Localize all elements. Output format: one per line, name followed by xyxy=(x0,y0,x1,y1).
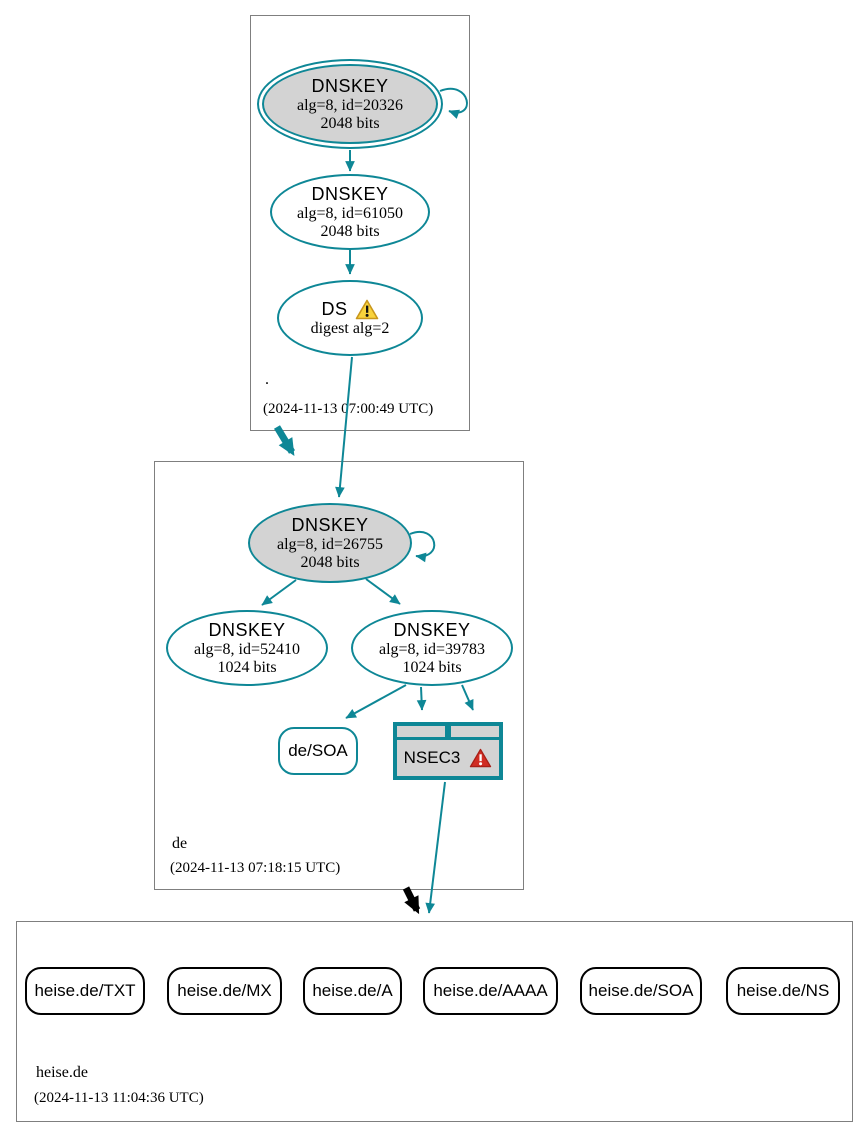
cluster-de-zone: de (2024-11-13 07:18:15 UTC) xyxy=(154,461,524,890)
root-ksk-bits: 2048 bits xyxy=(320,114,380,132)
edge-de-ksk-selfloop xyxy=(409,531,436,563)
warning-triangle-icon xyxy=(355,299,379,320)
edge-root-to-de-delegation xyxy=(273,425,296,457)
root-zsk-bits: 2048 bits xyxy=(320,222,380,240)
root-ksk-title: DNSKEY xyxy=(311,75,389,96)
node-de-soa[interactable]: de/SOA xyxy=(278,727,358,775)
heise-de-a-label: heise.de/A xyxy=(312,981,393,1000)
ds-title: DS xyxy=(321,298,348,319)
node-heise-de-a[interactable]: heise.de/A xyxy=(303,967,402,1015)
edge-root-ksk-selfloop xyxy=(439,87,468,119)
de-zone-timestamp: (2024-11-13 07:18:15 UTC) xyxy=(170,860,341,876)
nsec3-header-cell-right xyxy=(451,726,499,737)
edge-de-ksk-to-zsk-right xyxy=(365,578,401,605)
cluster-heise-zone: heise.de (2024-11-13 11:04:36 UTC) xyxy=(16,921,853,1122)
node-nsec3[interactable]: NSEC3 xyxy=(393,722,503,780)
heise-zone-timestamp: (2024-11-13 11:04:36 UTC) xyxy=(34,1090,204,1106)
edge-nsec3-to-heise xyxy=(425,781,446,914)
node-heise-de-aaaa[interactable]: heise.de/AAAA xyxy=(423,967,558,1015)
de-zsk-left-detail: alg=8, id=52410 xyxy=(193,640,301,658)
node-heise-de-soa[interactable]: heise.de/SOA xyxy=(580,967,702,1015)
heise-de-soa-label: heise.de/SOA xyxy=(588,981,694,1000)
de-zsk-right-bits: 1024 bits xyxy=(402,658,462,676)
edge-zsk-to-nsec3-left xyxy=(416,686,427,711)
node-heise-de-ns[interactable]: heise.de/NS xyxy=(726,967,840,1015)
heise-de-mx-label: heise.de/MX xyxy=(177,981,272,1000)
edge-ds-to-de-ksk xyxy=(335,356,353,498)
edge-de-to-heise-delegation xyxy=(402,886,421,915)
ds-detail: digest alg=2 xyxy=(310,319,390,337)
de-zone-label: de xyxy=(172,835,188,852)
node-de-ksk-dnskey-26755[interactable]: DNSKEY alg=8, id=26755 2048 bits xyxy=(248,503,412,583)
heise-de-ns-label: heise.de/NS xyxy=(736,981,830,1000)
node-heise-de-mx[interactable]: heise.de/MX xyxy=(167,967,282,1015)
heise-zone-label: heise.de xyxy=(36,1064,88,1081)
node-root-ds[interactable]: DS digest alg=2 xyxy=(277,280,423,356)
nsec3-header-cells xyxy=(397,726,499,737)
heise-de-aaaa-label: heise.de/AAAA xyxy=(433,981,548,1000)
root-zsk-detail: alg=8, id=61050 xyxy=(296,204,404,222)
node-root-ksk-inner: DNSKEY alg=8, id=20326 2048 bits xyxy=(262,64,438,144)
nsec3-label: NSEC3 xyxy=(403,748,461,767)
error-triangle-icon xyxy=(469,748,492,768)
root-zsk-title: DNSKEY xyxy=(311,183,389,204)
root-zone-label: . xyxy=(265,371,269,388)
de-zsk-left-title: DNSKEY xyxy=(208,619,286,640)
heise-de-txt-label: heise.de/TXT xyxy=(34,981,136,1000)
de-ksk-bits: 2048 bits xyxy=(300,553,360,571)
edge-zsk-to-nsec3-right xyxy=(461,684,474,711)
nsec3-header-cell-left xyxy=(397,726,445,737)
de-zsk-left-bits: 1024 bits xyxy=(217,658,277,676)
node-de-zsk-dnskey-52410[interactable]: DNSKEY alg=8, id=52410 1024 bits xyxy=(166,610,328,686)
node-heise-de-txt[interactable]: heise.de/TXT xyxy=(25,967,145,1015)
node-root-zsk-dnskey-61050[interactable]: DNSKEY alg=8, id=61050 2048 bits xyxy=(270,174,430,250)
edge-de-ksk-to-zsk-left xyxy=(261,579,297,606)
de-soa-label: de/SOA xyxy=(288,741,348,760)
edge-zsk-to-soa xyxy=(345,684,407,719)
node-de-zsk-dnskey-39783[interactable]: DNSKEY alg=8, id=39783 1024 bits xyxy=(351,610,513,686)
de-zsk-right-detail: alg=8, id=39783 xyxy=(378,640,486,658)
root-ksk-detail: alg=8, id=20326 xyxy=(296,96,404,114)
de-ksk-detail: alg=8, id=26755 xyxy=(276,535,384,553)
node-root-ksk-dnskey-20326[interactable]: DNSKEY alg=8, id=20326 2048 bits xyxy=(257,59,443,149)
de-ksk-title: DNSKEY xyxy=(291,514,369,535)
de-zsk-right-title: DNSKEY xyxy=(393,619,471,640)
